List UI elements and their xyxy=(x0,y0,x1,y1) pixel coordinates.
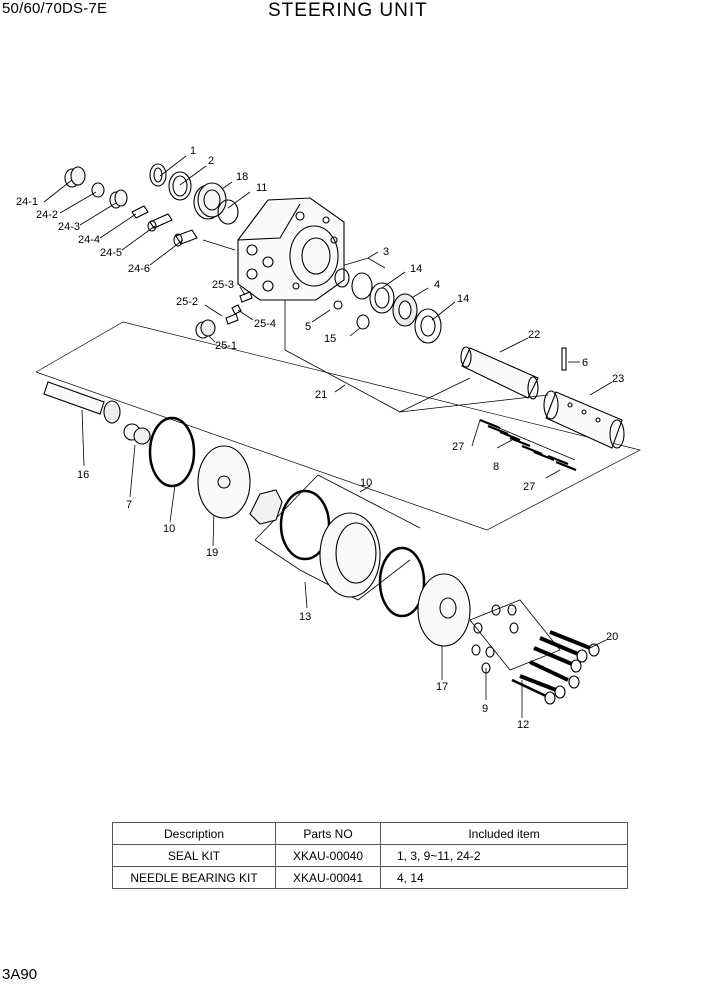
callout-3: 3 xyxy=(383,246,389,258)
table-row: NEEDLE BEARING KIT XKAU-00041 4, 14 xyxy=(112,866,628,889)
callout-25-3: 25-3 xyxy=(212,279,234,291)
callout-13: 13 xyxy=(299,611,311,623)
row-included: 1, 3, 9~11, 24-2 xyxy=(380,844,628,867)
callout-8: 8 xyxy=(493,461,499,473)
callout-1: 1 xyxy=(190,145,196,157)
callout-15: 15 xyxy=(324,333,336,345)
table-row: SEAL KIT XKAU-00040 1, 3, 9~11, 24-2 xyxy=(112,844,628,867)
callout-25-1: 25-1 xyxy=(215,340,237,352)
callout-16: 16 xyxy=(77,469,89,481)
parts xyxy=(43,163,625,705)
callout-27b: 27 xyxy=(523,481,535,493)
callout-24-5: 24-5 xyxy=(100,247,122,259)
callout-14a: 14 xyxy=(410,263,422,275)
callout-14b: 14 xyxy=(457,293,469,305)
exploded-parts-diagram: 1 2 18 11 24-1 24-2 24-3 24-4 24-5 24-6 … xyxy=(16,145,641,731)
leader-lines xyxy=(35,155,641,718)
callout-24-1: 24-1 xyxy=(16,196,38,208)
callout-19: 19 xyxy=(206,547,218,559)
row-description: NEEDLE BEARING KIT xyxy=(112,866,276,889)
model-number: 50/60/70DS-7E xyxy=(2,0,108,17)
callout-22: 22 xyxy=(528,329,540,341)
callout-18: 18 xyxy=(236,171,248,183)
page-title: STEERING UNIT xyxy=(268,0,428,21)
row-parts-no: XKAU-00041 xyxy=(275,866,381,889)
callout-23: 23 xyxy=(612,373,624,385)
callout-20: 20 xyxy=(606,631,618,643)
callout-25-2: 25-2 xyxy=(176,296,198,308)
kit-table-header: Description Parts NO Included item xyxy=(112,822,628,845)
callout-10a: 10 xyxy=(163,523,175,535)
callout-2: 2 xyxy=(208,155,214,167)
col-parts-no: Parts NO xyxy=(275,822,381,845)
callout-17: 17 xyxy=(436,681,448,693)
callout-24-6: 24-6 xyxy=(128,263,150,275)
callout-12: 12 xyxy=(517,719,529,731)
callout-10b: 10 xyxy=(360,477,372,489)
callout-24-2: 24-2 xyxy=(36,209,58,221)
callout-11: 11 xyxy=(256,182,267,194)
callout-25-4: 25-4 xyxy=(254,318,276,330)
col-included-item: Included item xyxy=(380,822,628,845)
callout-7: 7 xyxy=(126,499,132,511)
callout-21: 21 xyxy=(315,389,327,401)
callout-27a: 27 xyxy=(452,441,464,453)
callout-labels: 1 2 18 11 24-1 24-2 24-3 24-4 24-5 24-6 … xyxy=(16,145,624,731)
page-number: 3A90 xyxy=(2,966,38,983)
callout-4: 4 xyxy=(434,279,440,291)
callout-6: 6 xyxy=(582,357,588,369)
callout-24-3: 24-3 xyxy=(58,221,80,233)
row-description: SEAL KIT xyxy=(112,844,276,867)
col-description: Description xyxy=(112,822,276,845)
callout-5: 5 xyxy=(305,321,311,333)
row-included: 4, 14 xyxy=(380,866,628,889)
callout-9: 9 xyxy=(482,703,488,715)
row-parts-no: XKAU-00040 xyxy=(275,844,381,867)
callout-24-4: 24-4 xyxy=(78,234,100,246)
kit-table: Description Parts NO Included item SEAL … xyxy=(112,822,628,889)
